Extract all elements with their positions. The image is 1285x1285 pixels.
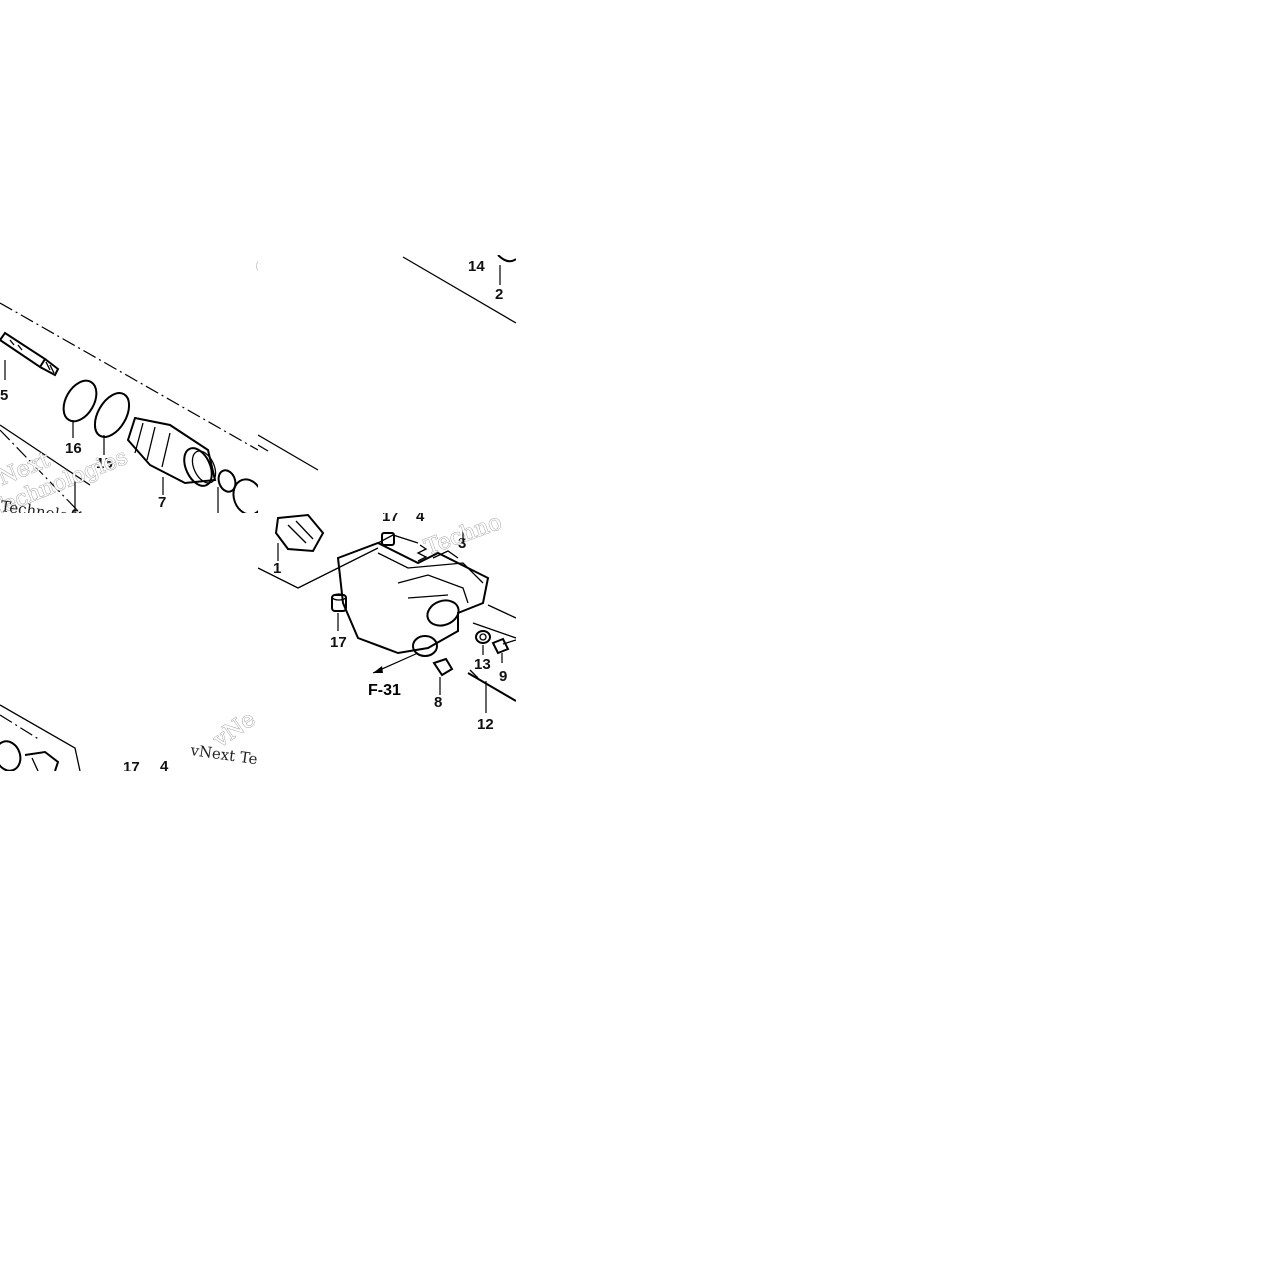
rod-part-12 bbox=[467, 672, 516, 702]
callout-16: 16 bbox=[65, 440, 82, 457]
callout-8: 8 bbox=[434, 694, 442, 711]
callout-5: 5 bbox=[0, 387, 8, 404]
reference-label-f31: F-31 bbox=[368, 682, 401, 699]
caliper-body-part-3 bbox=[336, 534, 490, 657]
callout-13: 13 bbox=[474, 656, 491, 673]
nut-hole bbox=[479, 633, 487, 641]
nut-part-13 bbox=[475, 630, 491, 644]
diagram-tile-shaft: 5 16 15 7 6 vNext Technologies Technolog… bbox=[0, 255, 258, 513]
callout-17-top: 17 bbox=[382, 513, 399, 525]
boundary-line bbox=[0, 424, 91, 486]
upper-right-drawing: 14 2 bbox=[258, 255, 516, 471]
boot-part-lower bbox=[0, 740, 60, 771]
lower-left-drawing: 17 4 vNext Tec vNe bbox=[0, 704, 258, 771]
arrow-head-icon bbox=[373, 666, 383, 673]
center-line bbox=[258, 444, 269, 452]
callout-7: 7 bbox=[158, 494, 166, 511]
guide-bush-part-17 bbox=[331, 593, 347, 612]
rod-thread bbox=[469, 669, 479, 679]
washer-part bbox=[217, 469, 237, 493]
boundary-line bbox=[402, 256, 516, 324]
fitting-part bbox=[497, 255, 516, 263]
callout-17-lower: 17 bbox=[123, 759, 140, 771]
boundary-line bbox=[0, 704, 81, 771]
callout-17: 17 bbox=[330, 634, 347, 651]
bolt-part-9 bbox=[491, 637, 516, 655]
callout-6-left: 6 bbox=[71, 506, 79, 513]
boot-end-part bbox=[232, 478, 258, 513]
spring-part-4 bbox=[416, 544, 428, 562]
boundary-line bbox=[258, 434, 319, 471]
caliper-drawing: 1 bbox=[258, 513, 516, 733]
callout-14: 14 bbox=[468, 258, 485, 275]
diagram-tile-caliper: 1 bbox=[258, 513, 516, 771]
boundary-line bbox=[487, 604, 516, 619]
clip-part-8 bbox=[432, 657, 454, 677]
callout-12: 12 bbox=[477, 716, 494, 733]
callout-4-top: 4 bbox=[416, 513, 425, 525]
callout-1: 1 bbox=[273, 560, 281, 577]
center-line bbox=[0, 302, 258, 451]
diagram-tile-bottom-left: 17 4 vNext Tec vNe bbox=[0, 700, 258, 771]
center-line bbox=[0, 714, 41, 741]
callout-9: 9 bbox=[499, 668, 507, 685]
callout-2: 2 bbox=[495, 286, 503, 303]
diagram-tile-top-right: 14 2 bbox=[258, 255, 516, 513]
boundary-line bbox=[258, 547, 379, 589]
drive-shaft-part bbox=[0, 331, 60, 377]
callout-3: 3 bbox=[458, 535, 466, 552]
o-ring-part-15 bbox=[93, 392, 131, 438]
center-line bbox=[0, 429, 81, 513]
watermark-text: Techno bbox=[422, 513, 506, 561]
callout-15: 15 bbox=[96, 455, 113, 472]
watermark-text: ologies bbox=[254, 255, 258, 285]
boundary-line bbox=[472, 622, 516, 639]
shaft-drawing: 5 16 15 7 6 vNext Technologies Technolog… bbox=[0, 255, 258, 513]
o-ring-part-16 bbox=[62, 379, 98, 423]
bracket-part-1 bbox=[274, 513, 325, 553]
boot-part-7 bbox=[126, 416, 217, 487]
callout-4: 4 bbox=[160, 758, 169, 771]
guide-bush-part-17-top bbox=[381, 532, 395, 546]
